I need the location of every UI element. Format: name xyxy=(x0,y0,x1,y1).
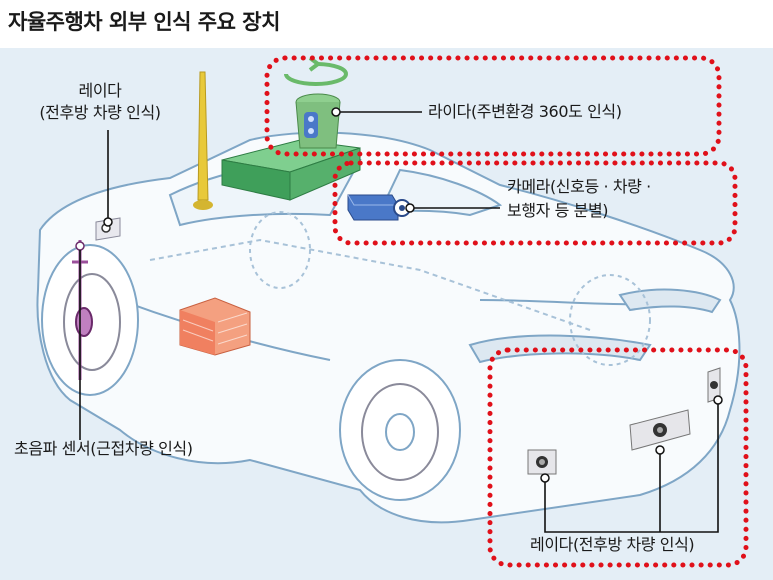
antenna-icon xyxy=(193,71,213,210)
front-wheel-arch xyxy=(339,359,461,501)
car-illustration xyxy=(36,131,741,524)
ultrasonic-label: 초음파 센서(근접차량 인식) xyxy=(14,439,193,458)
radar-sensor-icon-front xyxy=(95,217,121,241)
radar-rear-highlight-box xyxy=(487,347,749,568)
camera-icon xyxy=(347,194,411,221)
front-wheel xyxy=(361,383,439,481)
battery-pack xyxy=(179,297,251,356)
radar-rear-label: 레이다(전후방 차량 인식) xyxy=(530,535,695,554)
highlight-boxes xyxy=(264,55,749,568)
radar-front-label: 레이다 (전후방 차량 인식) xyxy=(10,80,190,124)
lidar-highlight-box xyxy=(264,55,722,157)
lidar-label: 라이다(주변환경 360도 인식) xyxy=(428,102,622,121)
radar-front-label-line1: 레이다 xyxy=(78,81,122,100)
headlight-left xyxy=(468,334,652,364)
camera-label: 카메라(신호등 · 차량 · 보행자 등 분별) xyxy=(507,176,651,222)
leader-lines xyxy=(79,111,719,533)
figure-title: 자율주행차 외부 인식 주요 장치 xyxy=(8,10,280,34)
radar-front-label-line2: (전후방 차량 인식) xyxy=(39,103,161,122)
leader-dots xyxy=(103,107,723,483)
radar-sensor-icon-left xyxy=(527,449,557,475)
rotation-arrow-icon xyxy=(284,56,348,86)
headlight-right xyxy=(618,288,722,314)
camera-label-line1: 카메라(신호등 · 차량 · xyxy=(507,177,651,196)
front-wheel-hub xyxy=(385,413,415,451)
rear-wheel xyxy=(63,273,121,371)
lidar-icon xyxy=(295,93,341,149)
camera-label-line2: 보행자 등 분별) xyxy=(507,201,609,220)
camera-highlight-box xyxy=(332,160,738,246)
radar-sensor-icon-center xyxy=(629,409,691,451)
